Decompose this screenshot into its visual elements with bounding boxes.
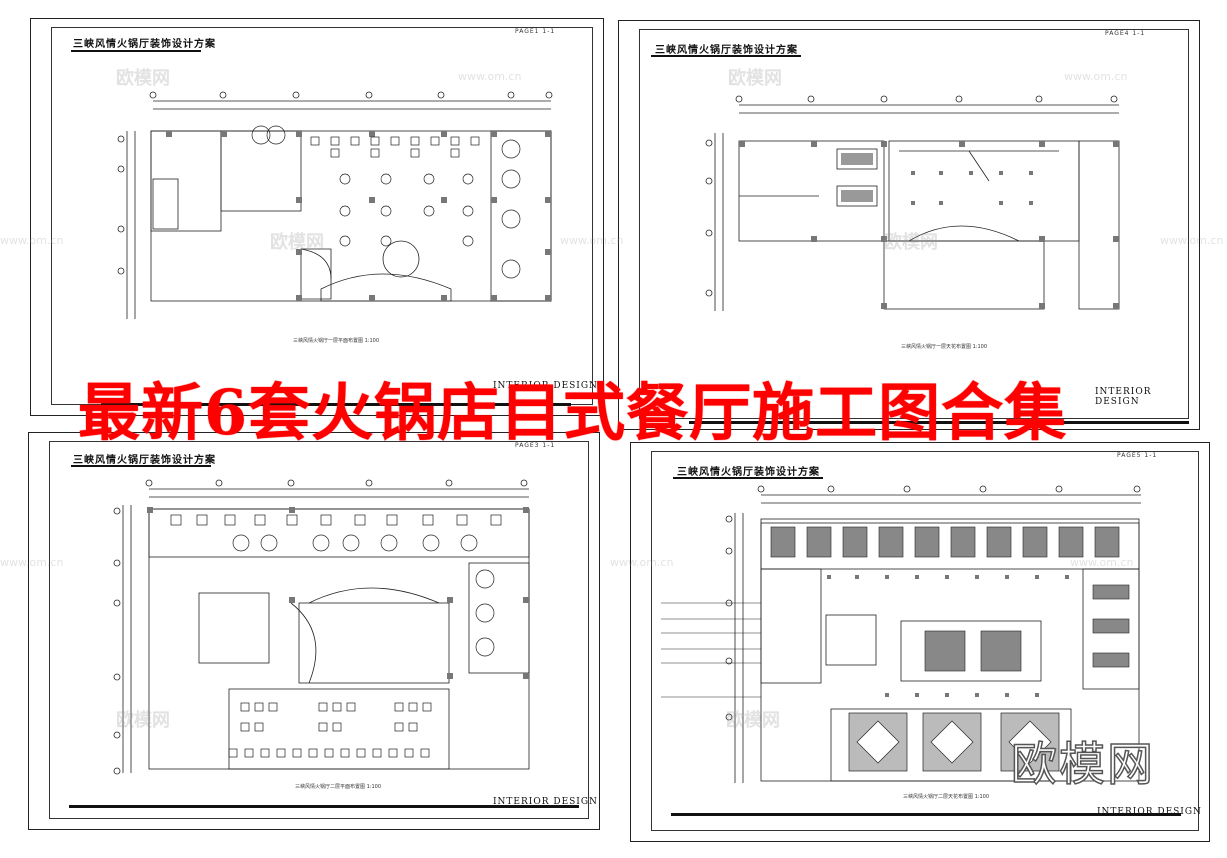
- footer-bar: [101, 403, 571, 406]
- floor-plan-drawing: [117, 91, 553, 319]
- footer-label: INTERIOR DESIGN: [493, 797, 598, 807]
- drawing-sheet-2: 三峡风情火锅厅装饰设计方案 PAGE4 1-1 三峡风情火锅厅一层天花布置图 1…: [618, 20, 1200, 430]
- ceiling-plan-drawing: [705, 95, 1120, 311]
- watermark-logo: 欧模网: [270, 232, 324, 253]
- drawing-frame: [639, 29, 1189, 419]
- watermark-logo: 欧模网: [726, 710, 780, 731]
- footer-bar: [689, 421, 1189, 424]
- page-number: PAGE5 1-1: [1117, 452, 1158, 459]
- drawing-caption: 三峡风情火锅厅一层天花布置图 1:100: [901, 344, 988, 350]
- sheet-title: 三峡风情火锅厅装饰设计方案: [677, 467, 820, 478]
- headline-banner: 最新6套火锅店目式餐厅施工图合集: [78, 376, 1068, 449]
- watermark-url: www.om.cn: [1064, 70, 1128, 83]
- watermark-url: www.om.cn: [0, 556, 64, 569]
- page-number: PAGE4 1-1: [1105, 30, 1146, 37]
- watermark-url: www.om.cn: [1160, 234, 1224, 247]
- title-underline: [673, 477, 823, 479]
- watermark-logo: 欧模网: [728, 68, 782, 89]
- drawing-frame: [651, 451, 1199, 831]
- brand-logo: 欧模网: [1010, 736, 1155, 792]
- watermark-url: www.om.cn: [458, 70, 522, 83]
- title-underline: [651, 55, 801, 57]
- drawing-caption: 三峡风情火锅厅二层平面布置图 1:100: [295, 784, 382, 790]
- watermark-logo: 欧模网: [116, 68, 170, 89]
- footer-label: INTERIOR DESIGN: [1095, 387, 1152, 407]
- watermark-logo: 欧模网: [116, 710, 170, 731]
- footer-label: INTERIOR DESIGN: [1097, 807, 1202, 817]
- page-number: PAGE1 1-1: [515, 28, 556, 35]
- sheet-title: 三峡风情火锅厅装饰设计方案: [655, 45, 798, 56]
- drawing-sheet-3: 三峡风情火锅厅装饰设计方案 PAGE3 1-1 三峡风情火锅厅二层平面布置图 1…: [28, 432, 600, 830]
- sheet-title: 三峡风情火锅厅装饰设计方案: [73, 455, 216, 466]
- watermark-url: www.om.cn: [610, 556, 674, 569]
- drawing-sheet-4: 三峡风情火锅厅装饰设计方案 PAGE5 1-1 三峡风情火锅厅二层天花布置图 1…: [630, 442, 1210, 842]
- footer-label: INTERIOR DESIGN: [493, 381, 598, 391]
- page-number: PAGE3 1-1: [515, 442, 556, 449]
- drawing-frame: [49, 441, 589, 819]
- ceiling-plan-drawing: [661, 485, 1141, 783]
- drawing-caption: 三峡风情火锅厅一层平面布置图 1:100: [293, 338, 380, 344]
- watermark-url: www.om.cn: [0, 234, 64, 247]
- footer-bar: [69, 805, 579, 808]
- drawing-sheet-1: 三峡风情火锅厅装饰设计方案 PAGE1 1-1 三峡风情火锅厅一层平面布置图 1…: [30, 18, 604, 416]
- footer-bar: [671, 813, 1181, 816]
- watermark-logo: 欧模网: [884, 232, 938, 253]
- drawing-caption: 三峡风情火锅厅二层天花布置图 1:100: [903, 794, 990, 800]
- floor-plan-drawing: [113, 479, 530, 775]
- sheet-title: 三峡风情火锅厅装饰设计方案: [73, 39, 216, 50]
- title-underline: [71, 465, 211, 467]
- watermark-url: www.om.cn: [1070, 556, 1134, 569]
- title-underline: [71, 50, 201, 52]
- watermark-url: www.om.cn: [560, 234, 624, 247]
